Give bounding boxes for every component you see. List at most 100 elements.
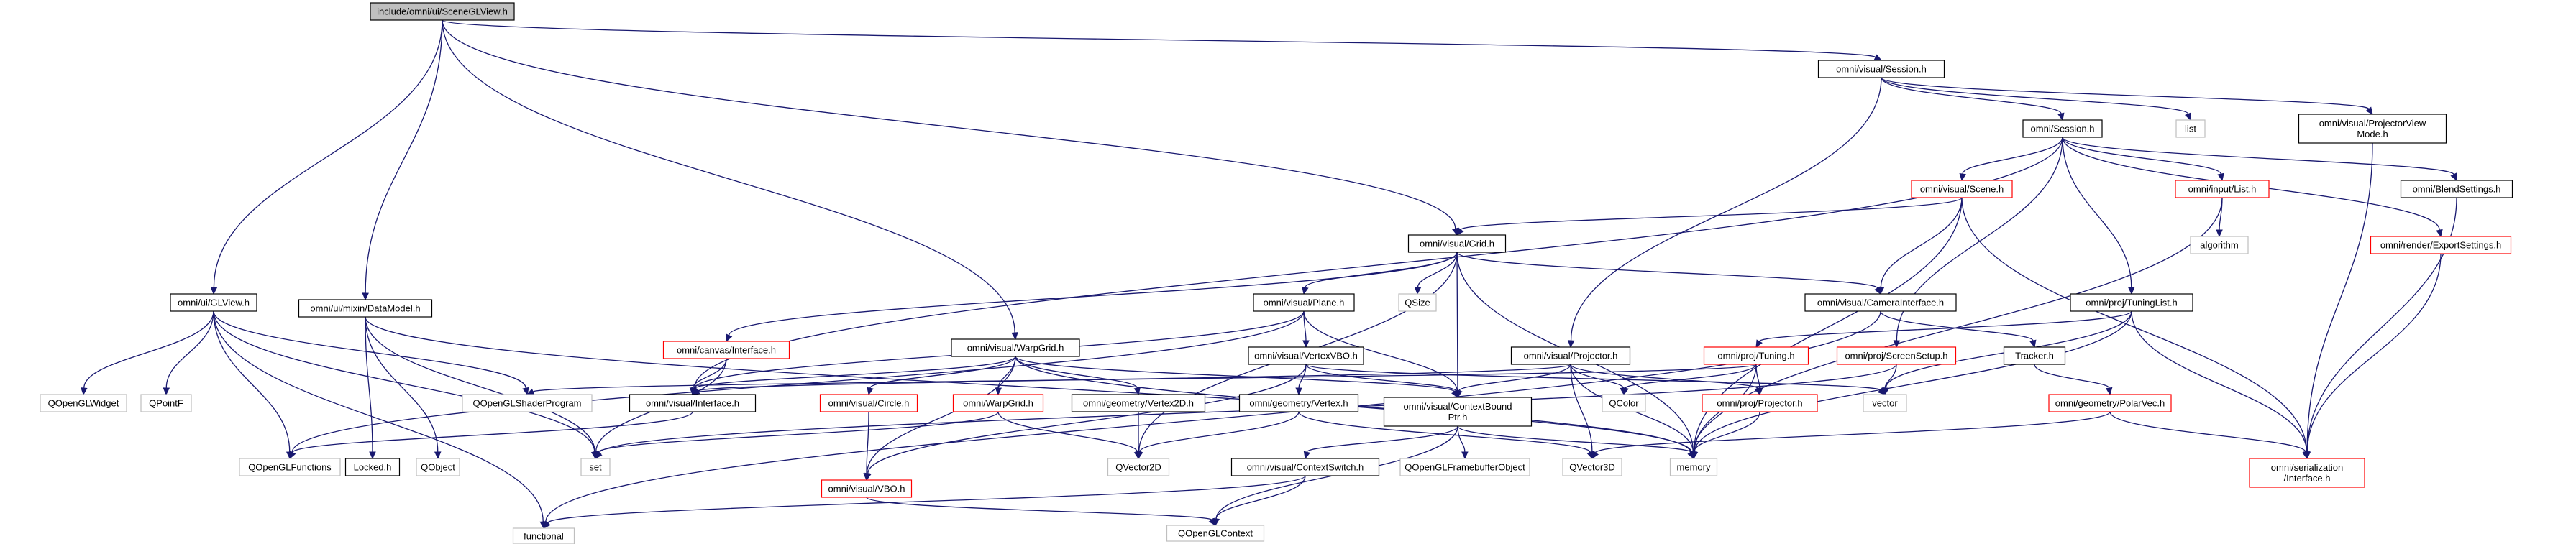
arrowhead (1567, 340, 1575, 349)
node-tuninglist[interactable]: omni/proj/TuningList.h (2070, 293, 2193, 312)
node-box (416, 458, 460, 476)
node-export[interactable]: omni/render/ExportSettings.h (2370, 236, 2512, 254)
edge-vertexvbo-to-vector (1305, 364, 1886, 395)
edge-line (213, 310, 291, 453)
edge-line (1570, 364, 1593, 453)
arrowhead (1295, 387, 1302, 396)
edge-tracker-to-polarvec (2034, 364, 2113, 396)
node-circle[interactable]: omni/visual/Circle.h (819, 394, 918, 412)
node-blend[interactable]: omni/BlendSettings.h (2400, 180, 2513, 198)
edge-line (1306, 425, 1458, 453)
node-vbo[interactable]: omni/visual/VBO.h (821, 479, 913, 498)
edge-tuning-to-qcolor (1622, 364, 1757, 396)
node-set: set (580, 458, 611, 476)
node-projector_p[interactable]: omni/proj/Projector.h (1702, 394, 1818, 412)
edge-line (1880, 310, 2034, 341)
node-label: QVector2D (1115, 462, 1161, 473)
edge-line (2306, 142, 2373, 453)
edge-line (213, 310, 544, 522)
edge-projector_v-to-ctxbound (1456, 364, 1571, 399)
node-projector_v[interactable]: omni/visual/Projector.h (1510, 346, 1631, 365)
node-box (1863, 394, 1907, 412)
arrowhead (2436, 229, 2443, 238)
arrowhead (995, 387, 1002, 396)
node-polarvec[interactable]: omni/geometry/PolarVec.h (2048, 394, 2172, 412)
node-box (662, 341, 790, 359)
node-caminterface[interactable]: omni/visual/CameraInterface.h (1804, 293, 1957, 312)
edge-line (1881, 77, 2370, 110)
arrowhead (1873, 54, 1883, 61)
node-label: omni/canvas/Interface.h (677, 345, 776, 356)
node-screensetup[interactable]: omni/proj/ScreenSetup.h (1836, 346, 1957, 365)
edge-tuninglist-to-memory (1691, 310, 2132, 460)
arrowhead (369, 451, 376, 460)
edge-session_v-to-list (1881, 77, 2191, 121)
node-box (821, 479, 913, 498)
node-vertexvbo[interactable]: omni/visual/VertexVBO.h (1248, 346, 1364, 365)
node-box (2048, 394, 2172, 412)
node-vertex2d[interactable]: omni/geometry/Vertex2D.h (1071, 394, 1206, 412)
arrowhead (1690, 451, 1698, 460)
edge-scene-to-memory (1690, 197, 1963, 460)
edge-vertexh-to-qvector2d (1136, 411, 1300, 460)
edge-line (1015, 356, 1138, 389)
edge-session_v-to-projector_v (1567, 77, 1882, 349)
node-label: functional (524, 531, 564, 542)
node-box (370, 2, 515, 21)
node-vertexh[interactable]: omni/geometry/Vertex.h (1238, 394, 1359, 412)
node-label: QSize (1405, 298, 1430, 308)
edge-line (292, 411, 693, 453)
arrowhead (1011, 332, 1018, 341)
edge-line (1303, 310, 1458, 392)
edge-scene-to-caminterface (1877, 197, 1963, 295)
node-serialization[interactable]: omni/serialization/Interface.h (2249, 458, 2365, 488)
edge-line (867, 364, 1307, 474)
edge-line (1305, 364, 1881, 391)
node-locked[interactable]: Locked.h (344, 458, 401, 476)
node-datamodel[interactable]: omni/ui/mixin/DataModel.h (298, 299, 433, 318)
edge-visualif-to-qoglfunctions (289, 411, 693, 460)
node-warpgrid_v[interactable]: omni/visual/WarpGrid.h (951, 338, 1080, 357)
node-box (1399, 458, 1530, 476)
node-inputlist[interactable]: omni/input/List.h (2175, 180, 2270, 198)
edge-session-to-scene (1959, 137, 2063, 182)
node-canvasif[interactable]: omni/canvas/Interface.h (662, 341, 790, 359)
node-box (1702, 394, 1818, 412)
edge-plane-to-vertexvbo (1302, 310, 1310, 349)
edge-line (695, 356, 1016, 389)
node-label: QOpenGLFramebufferObject (1405, 462, 1525, 473)
node-glview[interactable]: omni/ui/GLView.h (170, 293, 257, 312)
node-scene[interactable]: omni/visual/Scene.h (1911, 180, 2013, 198)
edge-session-to-tuninglist (2062, 137, 2135, 295)
edge-line (532, 364, 1757, 392)
arrowhead (1451, 389, 1458, 399)
node-visualif[interactable]: omni/visual/Interface.h (629, 394, 757, 412)
node-ctxswitch[interactable]: omni/visual/ContextSwitch.h (1230, 458, 1380, 476)
node-box (1510, 346, 1631, 365)
node-session_v[interactable]: omni/visual/Session.h (1817, 60, 1945, 78)
node-plane[interactable]: omni/visual/Plane.h (1253, 293, 1355, 312)
edge-polarvec-to-serialization (2109, 411, 2309, 460)
node-grid[interactable]: omni/visual/Grid.h (1407, 234, 1507, 253)
node-root[interactable]: include/omni/ui/SceneGLView.h (370, 2, 515, 21)
edge-line (547, 475, 1306, 524)
node-tracker[interactable]: Tracker.h (2003, 346, 2066, 365)
arrowhead (1208, 517, 1216, 527)
node-box (2190, 236, 2249, 254)
node-warpgrid[interactable]: omni/WarpGrid.h (952, 394, 1044, 412)
edge-glview-to-functional (213, 310, 547, 530)
node-session[interactable]: omni/Session.h (2022, 119, 2103, 138)
edge-line (365, 316, 1691, 453)
node-label: QObject (421, 462, 455, 473)
node-qsize: QSize (1398, 293, 1437, 312)
node-box (1107, 458, 1170, 476)
edge-screensetup-to-vector (1881, 364, 1897, 396)
edge-vbo-to-qoglcontext (866, 497, 1216, 527)
edge-glview-to-qpointf (163, 310, 214, 396)
node-tuning[interactable]: omni/proj/Tuning.h (1703, 346, 1809, 365)
arrowhead (362, 292, 369, 301)
edge-line (442, 19, 1876, 58)
node-box (2175, 180, 2270, 198)
